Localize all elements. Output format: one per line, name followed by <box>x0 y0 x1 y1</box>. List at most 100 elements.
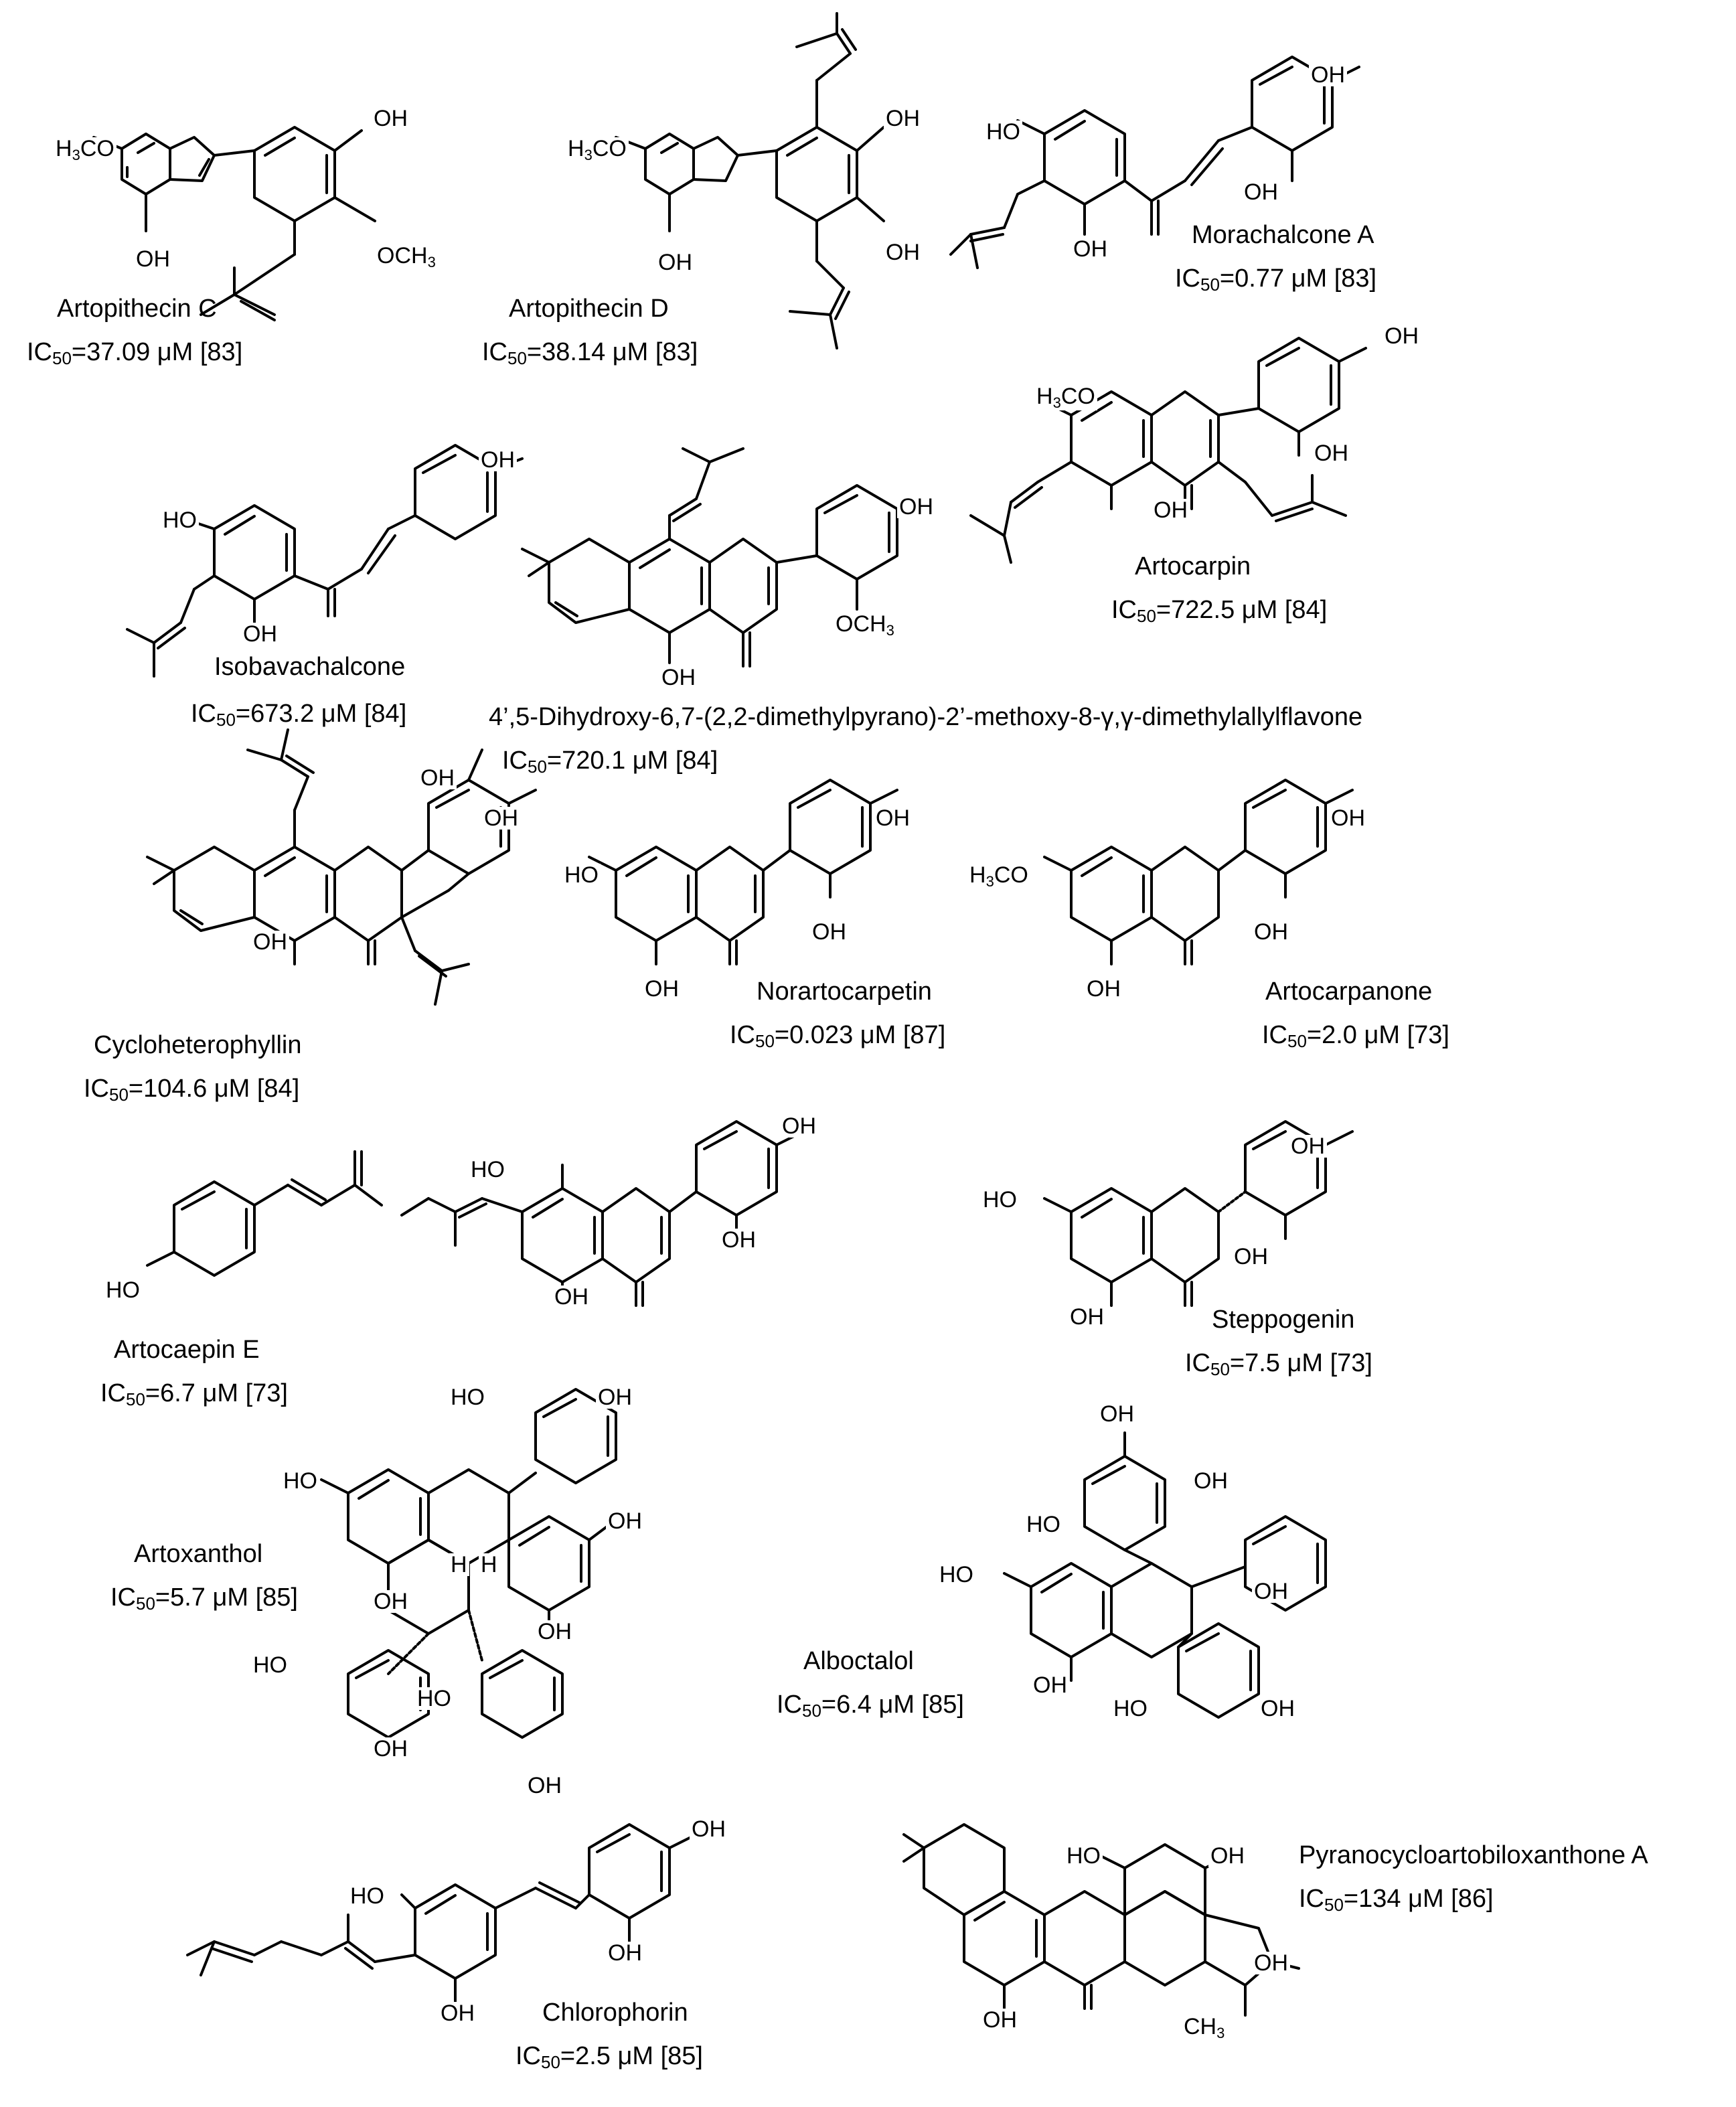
hydroxyl-label: OH <box>810 921 848 943</box>
ic50-value: IC50=6.4 μM [85] <box>777 1691 964 1721</box>
compound-name: Alboctalol <box>803 1647 914 1675</box>
hydroxyl-label: OH <box>606 1510 644 1533</box>
hydroxyl-label: OH <box>1192 1470 1230 1492</box>
artopithecin-c-structure <box>92 126 376 321</box>
hydroxyl-label: OH <box>1252 1952 1290 1974</box>
methoxy-label: H3CO <box>566 137 629 163</box>
hydroxyl-label: OH <box>482 807 520 830</box>
hydroxyl-label: OH <box>1071 238 1109 260</box>
compound-name: Artoxanthol <box>134 1540 263 1568</box>
hydroxyl-label: OH <box>659 666 698 689</box>
methoxy-label: OCH3 <box>375 244 438 270</box>
methoxy-label: OCH3 <box>834 613 896 638</box>
compound-name: Cycloheterophyllin <box>94 1031 302 1059</box>
hydroxyl-label: OH <box>552 1285 590 1308</box>
compound-name: Artocaepin E <box>114 1336 260 1364</box>
compound-name: Isobavachalcone <box>214 653 406 681</box>
ic50-value: IC50=720.1 μM [84] <box>502 747 718 777</box>
ic50-value: IC50=0.023 μM [87] <box>730 1021 946 1051</box>
hydroxyl-label: OH <box>1289 1135 1327 1158</box>
ic50-value: IC50=673.2 μM [84] <box>191 700 407 730</box>
hydroxyl-label: OH <box>1208 1845 1247 1867</box>
hydrogen-label: H <box>479 1553 499 1576</box>
hydroxyl-label: HO <box>469 1158 507 1181</box>
hydroxyl-label: OH <box>536 1620 574 1643</box>
hydroxyl-label: OH <box>372 1590 410 1613</box>
hydroxyl-label: OH <box>479 449 517 471</box>
hydroxyl-label: HO <box>562 864 601 886</box>
hydroxyl-label: OH <box>1031 1674 1069 1697</box>
hydroxyl-label: HO <box>161 509 199 532</box>
hydroxyl-label: HO <box>251 1654 289 1676</box>
hydroxyl-label: OH <box>241 623 279 645</box>
norartocarpetin-structure <box>588 779 898 965</box>
hydroxyl-label: HO <box>104 1279 142 1302</box>
hydroxyl-label: OH <box>981 2009 1019 2031</box>
hydroxyl-label: OH <box>1152 499 1190 522</box>
methoxy-label: H3CO <box>1034 385 1097 410</box>
methyl-label: CH3 <box>1182 2015 1227 2041</box>
hydroxyl-label: HO <box>449 1386 487 1409</box>
ic50-value: IC50=5.7 μM [85] <box>110 1583 298 1614</box>
ic50-value: IC50=37.09 μM [83] <box>27 338 243 368</box>
hydroxyl-label: OH <box>884 107 922 130</box>
hydroxyl-label: OH <box>418 767 457 789</box>
hydroxyl-label: OH <box>897 495 935 518</box>
artocarpin-structure <box>969 337 1367 564</box>
compound-name: Artocarpin <box>1135 552 1251 580</box>
cycloheterophyllin-structure <box>146 728 537 1006</box>
hydroxyl-label: OH <box>1312 442 1350 465</box>
hydroxyl-label: OH <box>251 931 289 953</box>
methoxy-label: H3CO <box>967 864 1030 889</box>
ic50-value: IC50=6.7 μM [73] <box>100 1379 288 1409</box>
compound-name: Chlorophorin <box>542 1999 688 2027</box>
hydroxyl-label: OH <box>1242 181 1280 204</box>
hydroxyl-label: HO <box>1064 1845 1103 1867</box>
hydroxyl-label: HO <box>984 121 1022 143</box>
hydroxyl-label: OH <box>1085 978 1123 1000</box>
compound-name: Morachalcone A <box>1192 221 1374 249</box>
hydroxyl-label: OH <box>526 1774 564 1797</box>
compound-name: Artopithecin D <box>509 295 669 323</box>
alboctalol-structure <box>1003 1431 1327 1719</box>
hydroxyl-label: OH <box>372 1737 410 1760</box>
ic50-value: IC50=2.0 μM [73] <box>1262 1021 1449 1051</box>
hydroxyl-label: HO <box>981 1188 1019 1211</box>
compound-name: Pyranocycloartobiloxanthone A <box>1299 1841 1648 1869</box>
hydroxyl-label: HO <box>937 1563 975 1586</box>
isobavachalcone-structure <box>126 444 524 678</box>
compound-name: 4’,5-Dihydroxy-6,7-(2,2-dimethylpyrano)-… <box>489 703 1363 731</box>
artocarpanone-structure <box>1043 779 1354 965</box>
hydroxyl-label: OH <box>656 251 694 274</box>
hydroxyl-label: OH <box>874 807 912 830</box>
hydroxyl-label: OH <box>439 2002 477 2025</box>
hydroxyl-label: HO <box>281 1470 319 1492</box>
hydroxyl-label: OH <box>1383 325 1421 347</box>
compound-name: Artopithecin C <box>57 295 217 323</box>
ic50-value: IC50=7.5 μM [73] <box>1185 1349 1372 1379</box>
artocaepin-e-structure <box>146 1120 805 1307</box>
hydroxyl-label: OH <box>134 248 172 270</box>
artopithecin-d-structure <box>615 12 885 349</box>
compound-name: Steppogenin <box>1212 1306 1355 1334</box>
hydroxyl-label: HO <box>1024 1513 1062 1536</box>
hydroxyl-label: OH <box>780 1115 818 1138</box>
ic50-value: IC50=722.5 μM [84] <box>1111 596 1328 626</box>
hydroxyl-label: OH <box>1232 1245 1270 1268</box>
ic50-value: IC50=38.14 μM [83] <box>482 338 698 368</box>
hydroxyl-label: OH <box>643 978 681 1000</box>
dimethylallylflavone-structure <box>521 447 919 668</box>
hydroxyl-label: OH <box>372 107 410 130</box>
ic50-value: IC50=104.6 μM [84] <box>84 1075 300 1105</box>
ic50-value: IC50=0.77 μM [83] <box>1175 264 1377 295</box>
compound-name: Artocarpanone <box>1265 978 1433 1006</box>
hydroxyl-label: OH <box>1259 1697 1297 1720</box>
hydrogen-label: H <box>449 1553 469 1576</box>
hydroxyl-label: OH <box>1309 64 1347 86</box>
chlorophorin-structure <box>186 1823 698 2003</box>
compound-name: Norartocarpetin <box>757 978 932 1006</box>
hydroxyl-label: OH <box>690 1818 728 1841</box>
hydroxyl-label: OH <box>606 1942 644 1964</box>
ic50-value: IC50=2.5 μM [85] <box>516 2042 703 2072</box>
